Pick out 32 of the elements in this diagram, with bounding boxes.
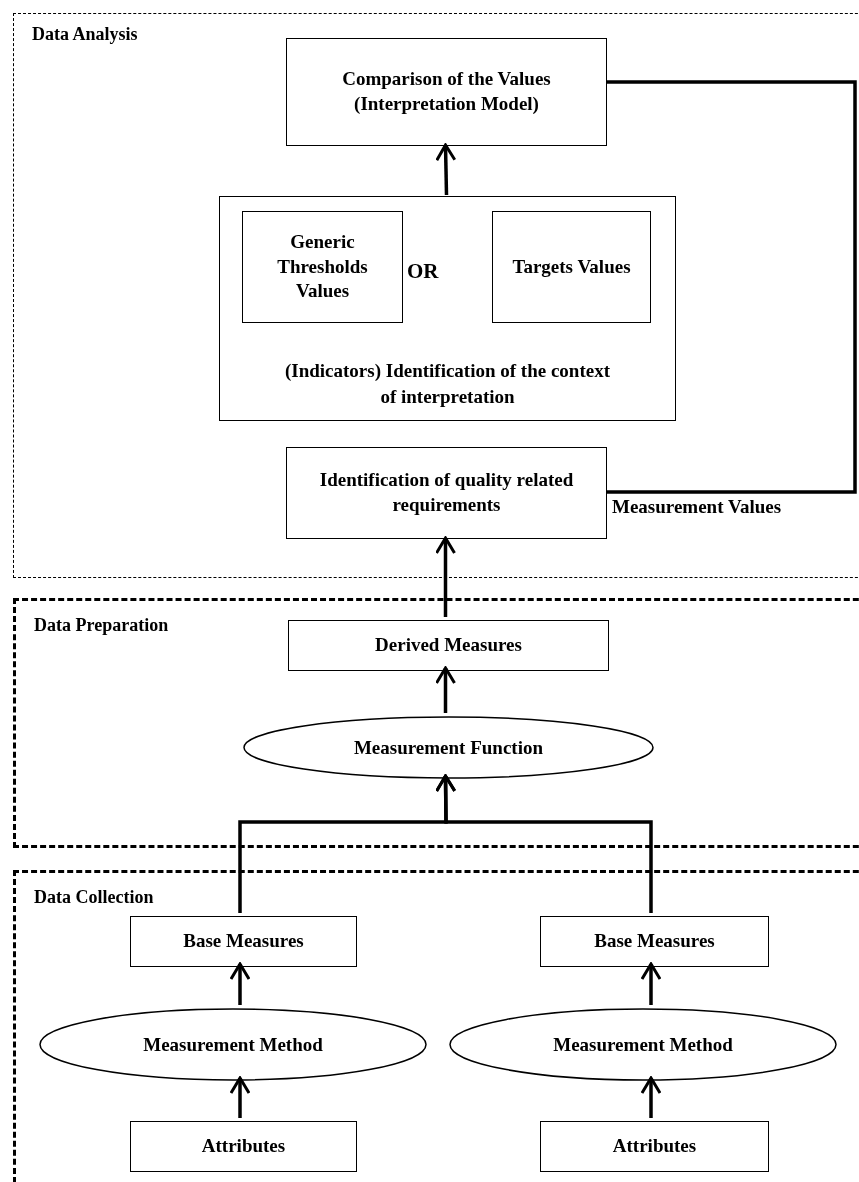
ellipse-label: Measurement Function bbox=[353, 736, 544, 759]
arrow bbox=[229, 962, 251, 1005]
ellipse-label: Measurement Method bbox=[143, 1033, 323, 1056]
section-band bbox=[13, 870, 859, 1182]
arrow bbox=[435, 666, 456, 713]
process-box: Identification of quality related requirements bbox=[286, 447, 607, 539]
process-box: Attributes bbox=[130, 1121, 357, 1172]
process-ellipse bbox=[449, 1008, 837, 1081]
process-box: Base Measures bbox=[130, 916, 357, 967]
section-title: Data Analysis bbox=[32, 24, 138, 45]
ellipse-label: Measurement Method bbox=[553, 1033, 733, 1056]
arrow bbox=[640, 962, 662, 1005]
arrow bbox=[435, 774, 653, 913]
arrow bbox=[229, 1076, 251, 1118]
process-box: Derived Measures bbox=[288, 620, 609, 671]
group-caption: (Indicators) Identification of the context of interpretation bbox=[283, 358, 612, 409]
arrow bbox=[640, 1076, 662, 1118]
section-band bbox=[13, 13, 859, 578]
arrow bbox=[435, 143, 457, 196]
or-label: OR bbox=[407, 259, 439, 284]
section-title: Data Collection bbox=[34, 887, 154, 908]
section-band bbox=[13, 598, 859, 848]
section-title: Data Preparation bbox=[34, 615, 169, 636]
group-box bbox=[219, 196, 676, 421]
process-box: Targets Values bbox=[492, 211, 651, 323]
process-box: Comparison of the Values (Interpretation Model) bbox=[286, 38, 607, 146]
process-box: Base Measures bbox=[540, 916, 769, 967]
process-box: Attributes bbox=[540, 1121, 769, 1172]
process-ellipse bbox=[39, 1008, 427, 1081]
process-ellipse bbox=[243, 716, 654, 779]
arrow bbox=[435, 536, 456, 617]
process-box: Generic Thresholds Values bbox=[242, 211, 403, 323]
